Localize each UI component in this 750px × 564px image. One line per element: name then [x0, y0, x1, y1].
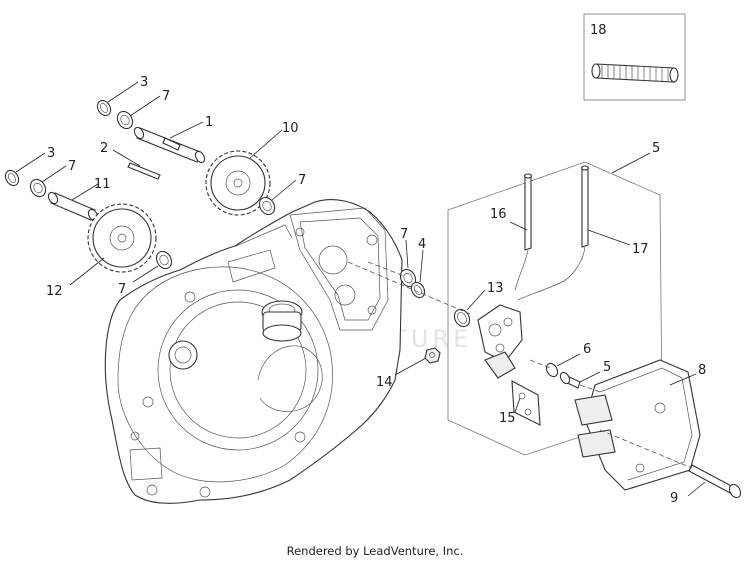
pipe-17	[517, 165, 590, 301]
washer-7-upper	[116, 110, 134, 130]
leader-lines	[15, 81, 706, 497]
callout-17: 17	[632, 242, 649, 257]
washer-7-lower	[155, 250, 173, 270]
snap-ring-3-upper	[96, 99, 112, 117]
callout-7-lower: 7	[118, 282, 126, 297]
callout-5: 5	[603, 360, 611, 375]
engine-cover	[104, 199, 403, 504]
callout-3-top: 3	[140, 75, 148, 90]
callout-3-mid: 4	[418, 237, 426, 252]
callout-18: 18	[590, 23, 607, 38]
callout-4: 5	[652, 141, 660, 156]
callout-7-right: 7	[298, 173, 306, 188]
washer-7-left	[29, 178, 47, 198]
callout-labels: 3 7 1 2 3 7 11 10 7 7 4 12 7 13 14 5 16 …	[46, 23, 706, 506]
pipe-16	[514, 173, 533, 291]
shaft-1	[133, 126, 206, 164]
callout-8: 8	[698, 363, 706, 378]
gear-12	[87, 203, 157, 273]
callout-7-mid: 7	[400, 227, 408, 242]
callout-15: 15	[499, 411, 516, 426]
bolt-5	[559, 371, 581, 389]
gear-10	[205, 150, 271, 216]
callout-12: 12	[46, 284, 63, 299]
washer-6	[545, 362, 559, 378]
oil-pump	[477, 304, 523, 379]
callout-13: 13	[487, 281, 504, 296]
callout-6: 6	[583, 342, 591, 357]
callout-16: 16	[490, 207, 507, 222]
callout-1: 1	[205, 115, 213, 130]
nut-14	[424, 347, 441, 364]
footer-credit: Rendered by LeadVenture, Inc.	[286, 544, 464, 558]
callout-9: 9	[670, 491, 678, 506]
washer-7-right	[258, 196, 276, 216]
shaft-11	[47, 191, 99, 222]
bolt-9	[688, 464, 742, 499]
plate-15	[511, 380, 541, 426]
pin-2	[127, 162, 161, 180]
alignment-lines	[347, 261, 693, 469]
callout-11: 11	[94, 177, 111, 192]
spring-18	[591, 63, 679, 83]
callout-7-top: 7	[162, 89, 170, 104]
snap-ring-3-mid	[410, 281, 426, 299]
callout-3-left: 3	[47, 146, 55, 161]
part-18-inset	[583, 13, 686, 101]
o-ring-13	[453, 308, 471, 328]
callout-2: 2	[100, 141, 108, 156]
snap-ring-3-lower	[4, 169, 20, 187]
callout-10: 10	[282, 121, 299, 136]
cover-8	[574, 359, 701, 491]
callout-7-left: 7	[68, 159, 76, 174]
callout-14: 14	[376, 375, 393, 390]
